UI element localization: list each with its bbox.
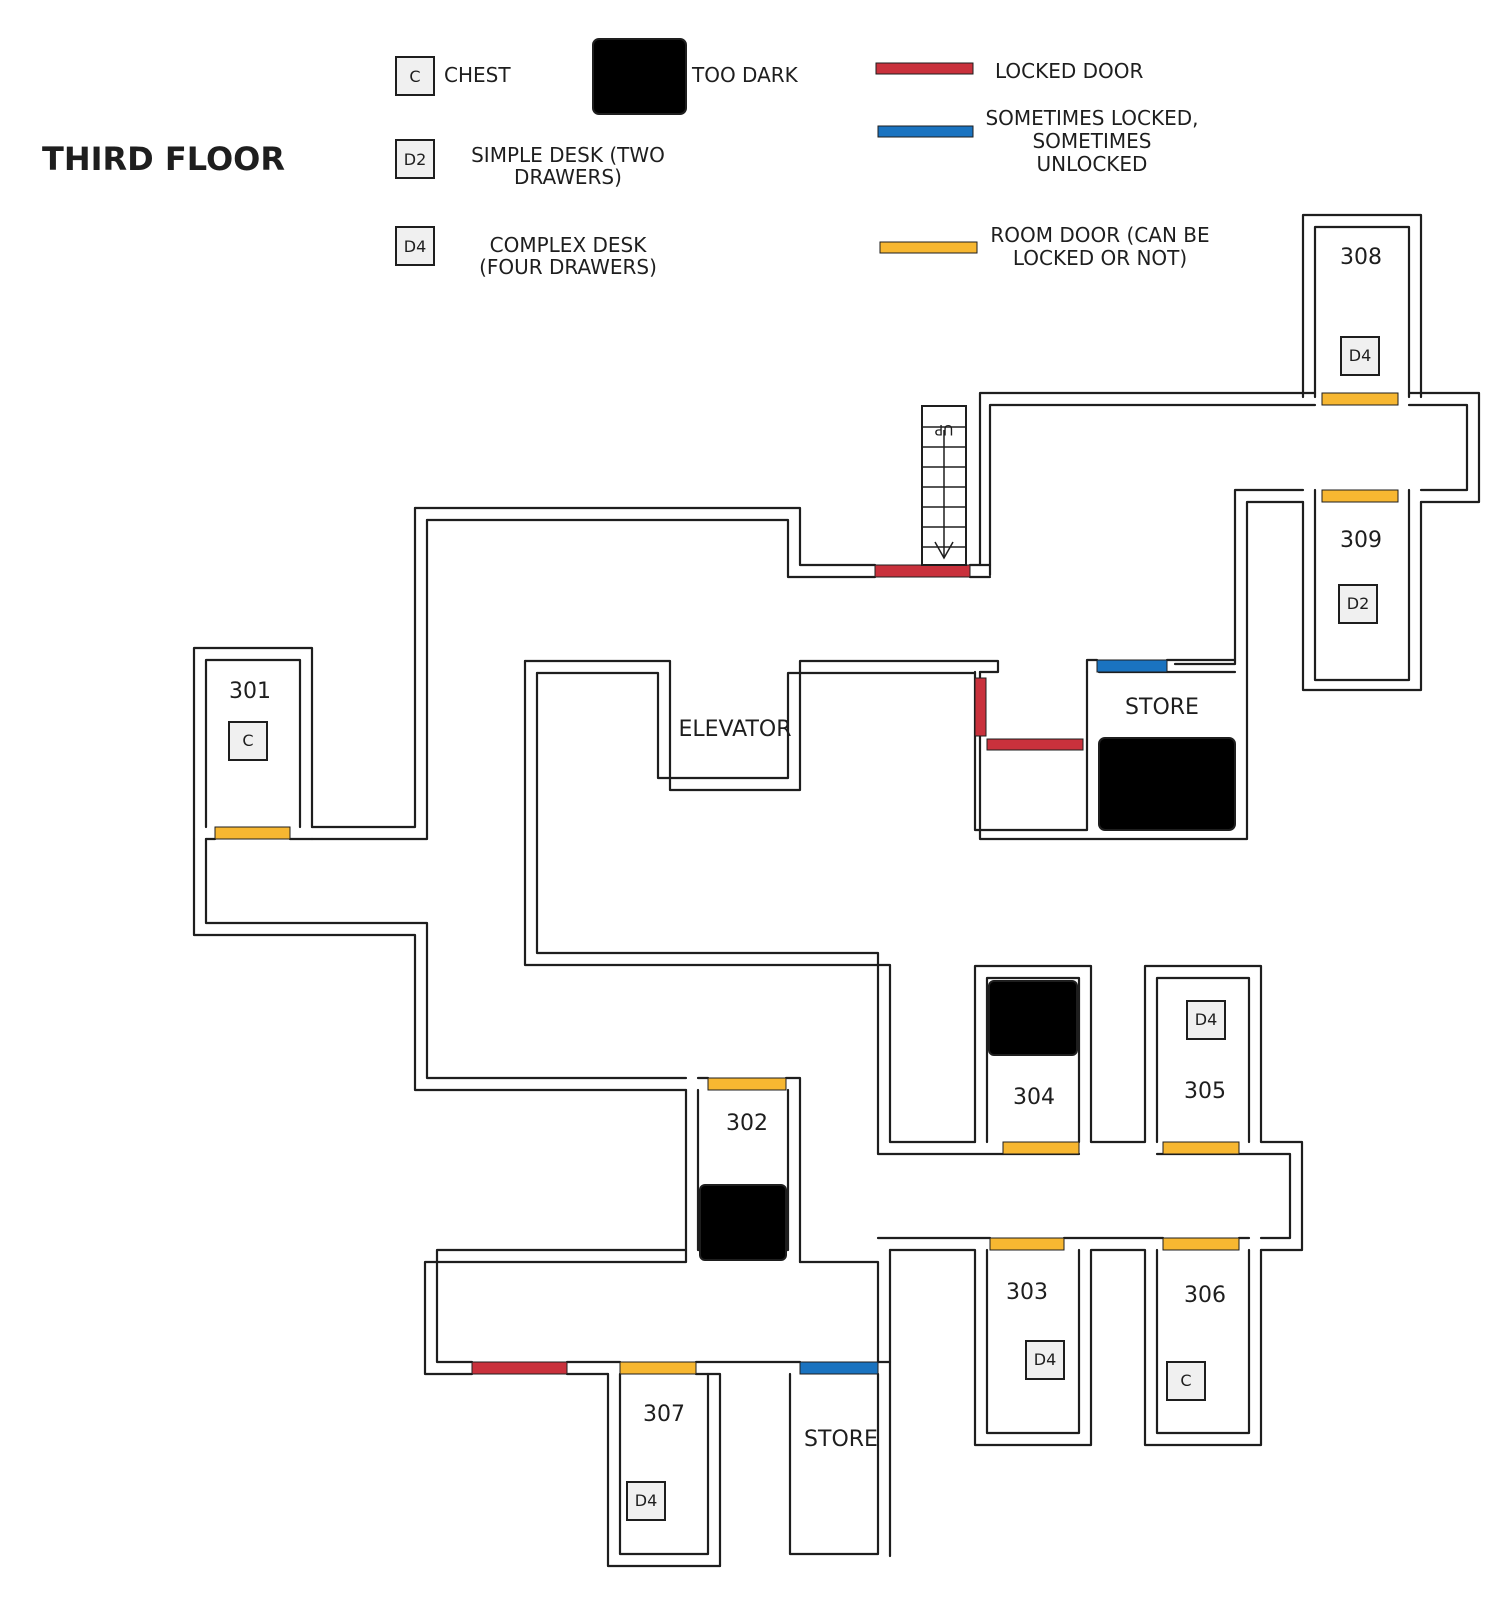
legend-roomdoor-swatch [879,241,978,254]
room-door-308[interactable] [1321,392,1399,406]
dark-area-304 [988,980,1078,1056]
room-305-desk-box[interactable] [1186,1000,1226,1040]
room-302-label: 302 [726,1111,768,1136]
stairs-label: UP [935,421,954,437]
room-306-chest: C [1180,1371,1191,1390]
room-door-304[interactable] [1002,1141,1080,1155]
room-door-309[interactable] [1321,489,1399,503]
dark-area-upper-store [1098,737,1236,831]
room-305-label: 305 [1184,1079,1226,1104]
room-308-desk: D4 [1349,346,1372,365]
legend-sometimes-label-1: SOMETIMES LOCKED, [985,106,1198,130]
room-305-desk: D4 [1195,1010,1218,1029]
dark-areas [699,737,1236,1261]
legend-d4-box [395,226,435,266]
doors [214,392,1399,1375]
legend-d4-label-1: COMPLEX DESK [490,233,648,257]
legend-dark-swatch [592,38,687,115]
legend-dark-label: TOO DARK [691,63,799,87]
room-309-desk: D2 [1347,594,1370,613]
legend-d2-box [395,139,435,179]
store-lower-label: STORE [804,1427,878,1452]
room-307-desk-box[interactable] [626,1481,666,1521]
items: D4 D2 C D4 D4 C D4 [228,336,1380,1521]
sometimes-door-upper-store[interactable] [1096,659,1168,673]
legend-d2-label-1: SIMPLE DESK (TWO [471,143,665,167]
legend-d2-code: D2 [404,150,427,169]
corridor-walls [192,213,1481,1568]
sometimes-door-lower-store[interactable] [799,1361,879,1375]
room-door-303[interactable] [989,1237,1065,1251]
room-303-desk-box[interactable] [1025,1340,1065,1380]
room-301-chest: C [242,731,253,750]
legend: C CHEST D2 SIMPLE DESK (TWO DRAWERS) D4 … [395,38,1210,279]
locked-door-alcove-vertical[interactable] [974,677,987,737]
room-door-305[interactable] [1162,1141,1240,1155]
legend-chest-code: C [409,67,420,86]
room-308-desk-box[interactable] [1340,336,1380,376]
legend-roomdoor-label-2: LOCKED OR NOT) [1013,246,1187,270]
legend-sometimes-label-3: UNLOCKED [1037,152,1148,176]
legend-sometimes-label-2: SOMETIMES [1032,129,1151,153]
room-door-307[interactable] [619,1361,697,1375]
legend-chest-label: CHEST [444,63,511,87]
legend-d4-label-2: (FOUR DRAWERS) [479,255,657,279]
store-upper-label: STORE [1125,695,1199,720]
room-309-desk-box[interactable] [1338,584,1378,624]
legend-d2-label-2: DRAWERS) [514,165,622,189]
room-301-chest-box[interactable] [228,721,268,761]
room-309-label: 309 [1340,528,1382,553]
legend-sometimes-swatch [877,125,974,138]
floor-title: THIRD FLOOR [42,140,285,178]
legend-locked-swatch [875,62,974,75]
stairs[interactable]: UP [921,405,967,566]
room-304-label: 304 [1013,1085,1055,1110]
legend-locked-label: LOCKED DOOR [995,59,1144,83]
room-306-chest-box[interactable] [1166,1361,1206,1401]
legend-roomdoor-label-1: ROOM DOOR (CAN BE [990,223,1209,247]
room-307-desk: D4 [635,1491,658,1510]
legend-chest-box [395,56,435,96]
room-301-label: 301 [229,679,271,704]
room-door-306[interactable] [1162,1237,1240,1251]
room-307-label: 307 [643,1402,685,1427]
room-labels: 308 309 301 STORE ELEVATOR 304 305 302 3… [229,245,1382,1452]
elevator-label: ELEVATOR [678,717,791,742]
locked-door-stairs[interactable] [874,564,971,578]
legend-d4-code: D4 [404,237,427,256]
room-door-301[interactable] [214,826,291,840]
room-303-desk: D4 [1034,1350,1057,1369]
dark-area-302 [699,1184,787,1261]
locked-door-alcove-horizontal[interactable] [986,738,1084,751]
room-306-label: 306 [1184,1283,1226,1308]
room-303-label: 303 [1006,1280,1048,1305]
room-308-label: 308 [1340,245,1382,270]
locked-door-bottom[interactable] [471,1361,568,1375]
room-door-302[interactable] [707,1077,787,1091]
